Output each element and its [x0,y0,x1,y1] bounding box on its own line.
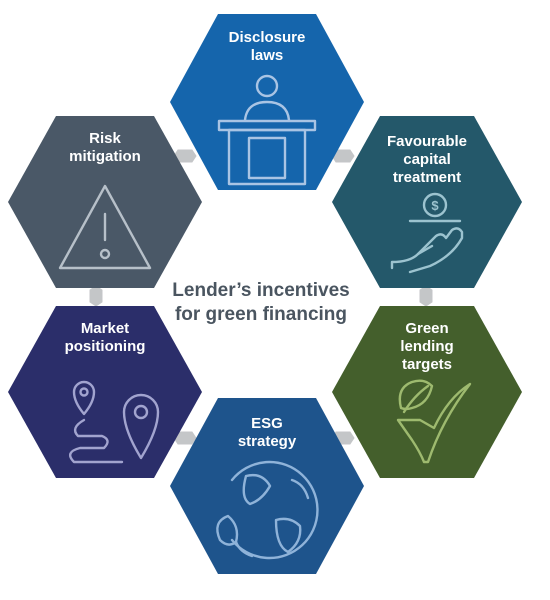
hexagon-favourable-capital-treatment: Favourable capital treatment $ [332,116,522,288]
center-title-line1: Lender’s incentives [172,280,349,301]
svg-text:$: $ [431,198,439,213]
hexagon-label-line2: capital [403,151,451,168]
hexagon-label-line1: Risk [89,130,121,147]
hexagon-label-line2: positioning [65,338,146,355]
hexagon-label-line3: targets [402,356,452,373]
hexagon-shape [332,306,522,478]
hexagon-shape [8,116,202,288]
hexagon-esg-strategy: ESG strategy [170,398,364,574]
hexagon-label-line1: ESG [251,415,283,432]
hexagon-label-line2: laws [251,47,284,64]
hexagon-label-line2: lending [400,338,453,355]
hexagon-market-positioning: Market positioning [8,306,202,478]
hexagon-label-line1: Disclosure [229,29,306,46]
connector-market-risk [89,285,103,307]
globe-leaf-icon [216,460,319,560]
map-pins-route-icon [68,380,160,464]
hand-coin-icon: $ [390,192,464,274]
hexagon-risk-mitigation: Risk mitigation [8,116,202,288]
center-title-line2: for green financing [175,304,347,325]
leaf-check-icon [396,379,472,464]
connector-capital-green [419,285,433,307]
hexagon-label-line2: strategy [238,433,297,450]
hexagon-shape [332,116,522,288]
hexagon-disclosure-laws: Disclosure laws [170,14,364,190]
hexagon-label-line1: Favourable [387,133,467,150]
hexagon-label-line3: treatment [393,169,461,186]
center-title: Lender’s incentives for green financing [172,280,349,325]
hexagon-label-line1: Market [81,320,129,337]
speaker-podium-icon [217,74,317,186]
hexagon-label-line1: Green [405,320,448,337]
hexagon-green-lending-targets: Green lending targets [332,306,522,478]
hexagon-label-line2: mitigation [69,148,141,165]
warning-triangle-icon [58,184,152,270]
